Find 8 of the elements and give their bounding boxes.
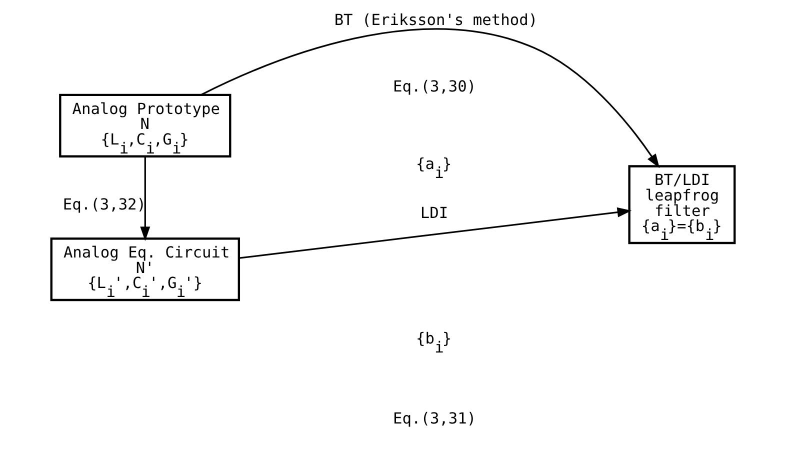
edge-label: BT (Eriksson's method) <box>334 10 538 29</box>
label: Eq.(3,30) <box>392 77 476 96</box>
arrow <box>200 28 660 168</box>
edge-label: Eq.(3,32) <box>62 196 146 214</box>
edge-label: LDI <box>420 204 448 222</box>
arrow <box>238 207 632 259</box>
arrow <box>140 156 150 241</box>
label: Eq.(3,31) <box>392 410 476 428</box>
